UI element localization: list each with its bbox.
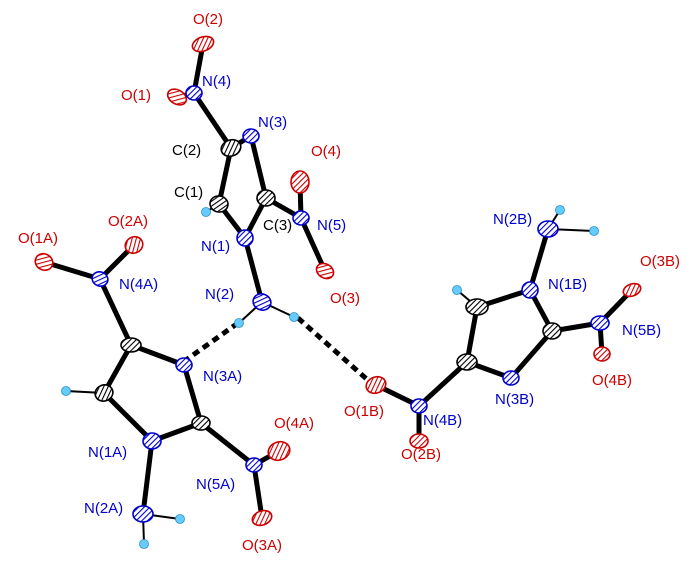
label-n5b: N(5B) bbox=[622, 322, 661, 339]
label-o2a: O(2A) bbox=[108, 213, 148, 230]
h-n2b-2 bbox=[589, 226, 599, 236]
bond-c-n3b bbox=[508, 328, 555, 381]
atom-n1b bbox=[521, 281, 539, 299]
atom-n3b bbox=[502, 370, 520, 386]
atom-n1 bbox=[236, 229, 254, 247]
label-n1a: N(1A) bbox=[88, 444, 127, 461]
bond-c-c-b bbox=[464, 304, 480, 365]
hydrogen-bonds bbox=[184, 316, 372, 384]
bond-c-n1a bbox=[101, 390, 155, 444]
label-n2b: N(2B) bbox=[493, 211, 532, 228]
atom-c5b bbox=[465, 298, 489, 316]
bond-n4-c2 bbox=[191, 90, 234, 151]
label-o3: O(3) bbox=[330, 290, 360, 307]
atom-n2 bbox=[252, 293, 272, 311]
h-c5a bbox=[61, 386, 71, 396]
h-c1 bbox=[201, 207, 211, 217]
bond-n5-o3 bbox=[298, 215, 328, 274]
atom-o4b bbox=[593, 346, 611, 362]
bond-n3a-c bbox=[181, 362, 204, 426]
h-n2-2 bbox=[289, 312, 299, 322]
atom-o4a bbox=[267, 440, 291, 462]
atom-n3a bbox=[175, 357, 193, 373]
label-n5: N(5) bbox=[317, 217, 346, 234]
label-n1: N(1) bbox=[201, 238, 230, 255]
bond-c-n4b bbox=[416, 359, 470, 409]
atom-c3 bbox=[256, 189, 276, 207]
label-n3: N(3) bbox=[258, 114, 287, 131]
label-o1a: O(1A) bbox=[18, 230, 58, 247]
atom-o3b bbox=[622, 282, 642, 298]
label-n4: N(4) bbox=[202, 73, 231, 90]
label-o4: O(4) bbox=[311, 143, 341, 160]
label-o2b: O(2B) bbox=[401, 446, 441, 463]
h-n2-1 bbox=[234, 318, 244, 328]
label-o1b: O(1B) bbox=[344, 403, 384, 420]
label-n3b: N(3B) bbox=[495, 391, 534, 408]
label-n4a: N(4A) bbox=[119, 276, 158, 293]
label-o4b: O(4B) bbox=[592, 372, 632, 389]
atom-n4b bbox=[410, 398, 428, 414]
bond-n5a-o3a bbox=[251, 462, 265, 521]
bond-c-n5a bbox=[198, 420, 257, 468]
atom-o1b bbox=[365, 375, 387, 395]
label-c2: C(2) bbox=[172, 142, 201, 159]
label-o4a: O(4A) bbox=[274, 415, 314, 432]
atom-n4 bbox=[185, 85, 203, 101]
atom-c4b bbox=[456, 353, 478, 371]
atom-n3 bbox=[242, 128, 260, 144]
atom-c1 bbox=[209, 195, 229, 213]
atom-labels: O(2) O(1) N(4) N(3) C(2) O(4) C(1) C(3) … bbox=[18, 11, 680, 554]
atom-c2 bbox=[220, 138, 242, 158]
h-c5b bbox=[452, 285, 462, 295]
label-o3b: O(3B) bbox=[640, 253, 680, 270]
atom-o2b bbox=[409, 433, 429, 449]
label-o2: O(2) bbox=[193, 11, 223, 28]
label-o1: O(1) bbox=[121, 87, 151, 104]
label-n1b: N(1B) bbox=[548, 276, 587, 293]
atom-n2a bbox=[132, 505, 154, 523]
label-o3a: O(3A) bbox=[242, 537, 282, 554]
h-n2a-1 bbox=[175, 514, 185, 524]
label-n2: N(2) bbox=[205, 286, 234, 303]
bond-n1-n2 bbox=[242, 235, 265, 305]
atom-o4 bbox=[290, 170, 310, 194]
hbond-n2-n3a bbox=[184, 320, 240, 363]
bond-c2-c1 bbox=[216, 145, 234, 207]
atom-c5a bbox=[94, 384, 114, 402]
bond-n4a-c bbox=[97, 276, 134, 348]
atom-o2a bbox=[124, 235, 144, 255]
label-n2a: N(2A) bbox=[84, 500, 123, 517]
hbond-n2-o1b bbox=[296, 316, 372, 384]
atom-o1a bbox=[34, 252, 54, 272]
bonds-molecule-a bbox=[41, 242, 282, 545]
atoms bbox=[34, 35, 642, 549]
atom-n5a bbox=[245, 457, 263, 473]
label-c3: C(3) bbox=[263, 217, 292, 234]
h-n2a-2 bbox=[139, 539, 149, 549]
label-n5a: N(5A) bbox=[196, 476, 235, 493]
atom-o3a bbox=[251, 509, 273, 527]
atom-o1 bbox=[166, 88, 188, 106]
atom-c4a bbox=[120, 337, 142, 353]
label-n4b: N(4B) bbox=[423, 412, 462, 429]
atom-n4a bbox=[91, 271, 109, 287]
atom-c3b bbox=[542, 322, 562, 340]
bond-n2b-n1b bbox=[527, 226, 551, 293]
atom-o3 bbox=[315, 262, 335, 280]
atom-n5b bbox=[590, 315, 610, 331]
atom-n5 bbox=[292, 210, 310, 226]
bond-n3-c3 bbox=[248, 133, 269, 201]
bond-n1a-n2a bbox=[140, 438, 155, 517]
label-n3a: N(3A) bbox=[203, 368, 242, 385]
atom-n2b bbox=[537, 220, 559, 238]
atom-o2 bbox=[191, 35, 215, 53]
atom-c3a bbox=[191, 415, 211, 431]
label-c1: C(1) bbox=[174, 184, 203, 201]
atom-n1a bbox=[142, 432, 162, 450]
h-n2b-1 bbox=[555, 205, 565, 215]
